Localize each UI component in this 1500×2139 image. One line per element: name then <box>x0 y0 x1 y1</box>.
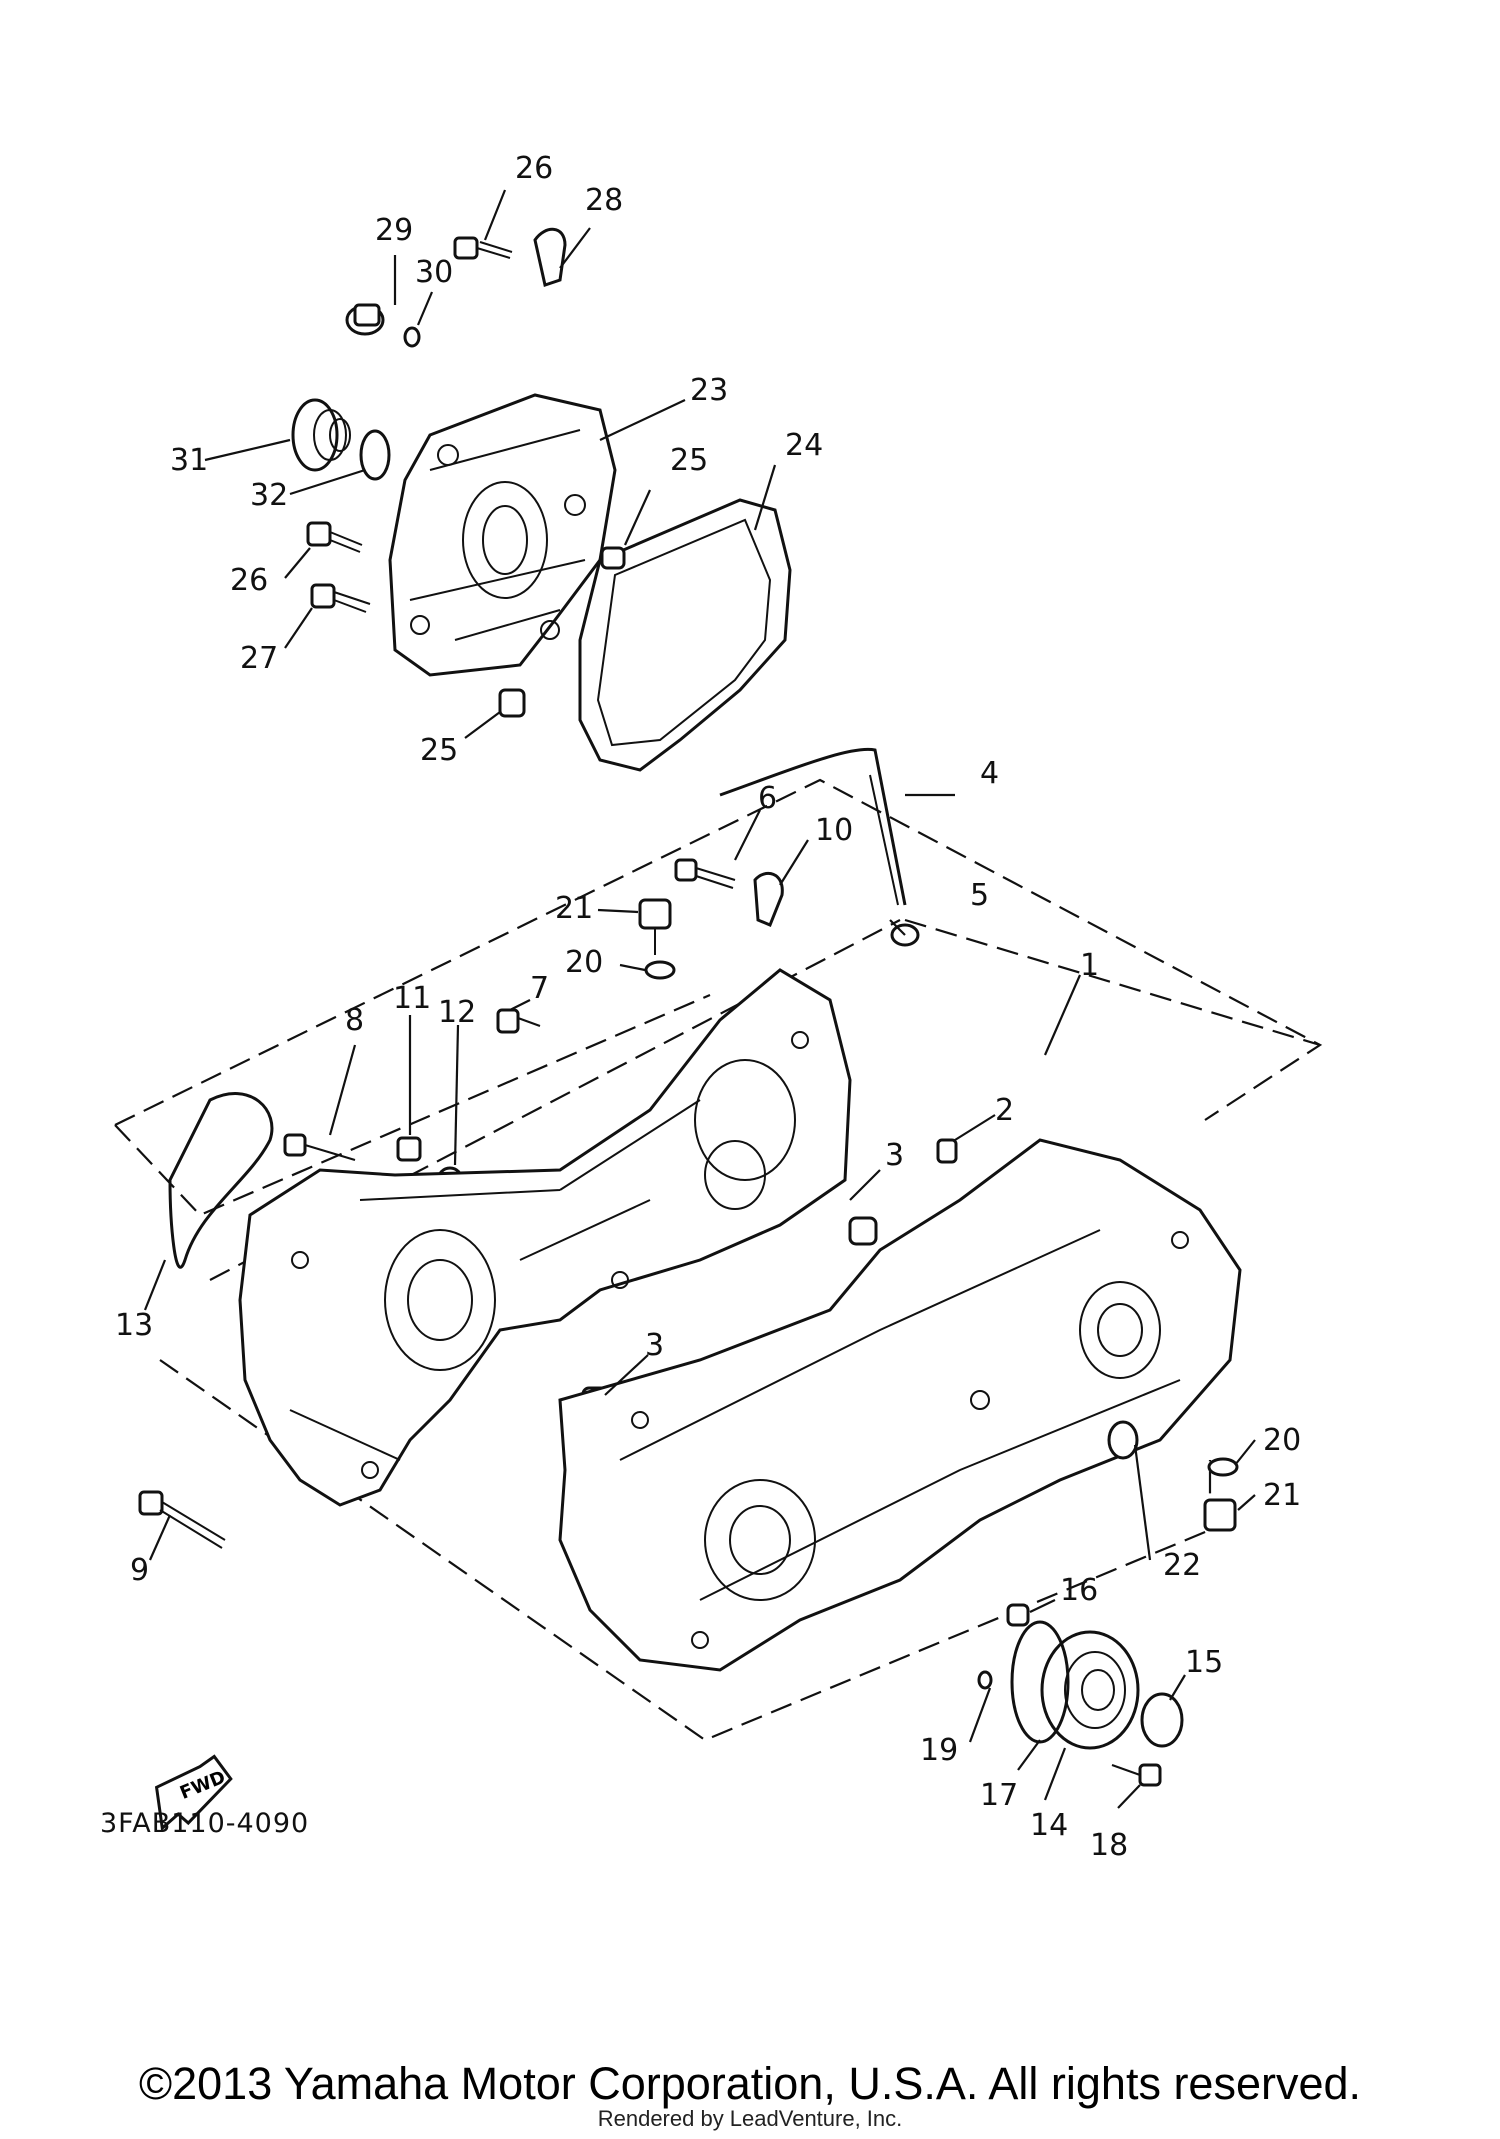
callout-5: 5 <box>970 878 989 913</box>
callout-15: 15 <box>1185 1645 1223 1680</box>
o-ring-30 <box>403 326 421 348</box>
callout-20: 20 <box>565 945 603 980</box>
callout-19: 19 <box>920 1733 958 1768</box>
gasket-13 <box>168 1092 274 1269</box>
screw-18 <box>1111 1763 1162 1787</box>
long-bolt-9 <box>138 1490 226 1549</box>
copyright-notice: ©2013 Yamaha Motor Corporation, U.S.A. A… <box>138 2058 1362 2109</box>
callout-12: 12 <box>438 995 476 1030</box>
callout-25: 25 <box>670 443 708 478</box>
callout-13: 13 <box>115 1308 153 1343</box>
callout-18: 18 <box>1090 1828 1128 1863</box>
leader-lines <box>143 189 1256 1809</box>
clamp-10 <box>753 871 784 927</box>
callout-8: 8 <box>345 1003 364 1038</box>
bolt-7 <box>496 1008 541 1034</box>
callout-29: 29 <box>375 213 413 248</box>
drain-plug-21-top <box>638 898 672 955</box>
bolt-27 <box>310 583 371 613</box>
bolt-26-side <box>306 521 363 553</box>
callout-21: 21 <box>1263 1478 1301 1513</box>
callout-11: 11 <box>393 981 431 1016</box>
pin-19 <box>977 1670 993 1690</box>
dowel-3-upper <box>848 1216 878 1246</box>
bolt-11 <box>396 1136 422 1162</box>
callout-4: 4 <box>980 756 999 791</box>
callout-3: 3 <box>645 1328 664 1363</box>
callout-30: 30 <box>415 255 453 290</box>
cap-31 <box>291 398 351 472</box>
breather-hose-4 <box>719 747 907 906</box>
clamp-28 <box>533 227 567 287</box>
bolt-6 <box>674 858 736 889</box>
gasket-20-top <box>644 960 676 980</box>
callout-17: 17 <box>980 1778 1018 1813</box>
right-crankcase <box>558 1138 1242 1672</box>
left-case-outline <box>114 778 1323 1217</box>
callout-26: 26 <box>515 151 553 186</box>
callout-3: 3 <box>885 1138 904 1173</box>
rendered-by: Rendered by LeadVenture, Inc. <box>597 2106 903 2131</box>
crankcase-cover <box>388 393 617 677</box>
callout-6: 6 <box>758 781 777 816</box>
callout-31: 31 <box>170 443 208 478</box>
callout-25: 25 <box>420 733 458 768</box>
dowel-25-lower <box>498 688 526 718</box>
cover-gasket <box>578 498 792 772</box>
callout-10: 10 <box>815 813 853 848</box>
dowel-25-upper <box>600 546 626 570</box>
bolt-8 <box>283 1133 356 1161</box>
callout-2: 2 <box>995 1093 1014 1128</box>
callout-32: 32 <box>250 478 288 513</box>
callout-7: 7 <box>530 971 549 1006</box>
callout-21: 21 <box>555 891 593 926</box>
callout-22: 22 <box>1163 1548 1201 1583</box>
callout-1: 1 <box>1080 948 1099 983</box>
callout-26: 26 <box>230 563 268 598</box>
plug-29 <box>345 303 385 336</box>
callout-24: 24 <box>785 428 823 463</box>
left-crankcase <box>238 968 852 1507</box>
nipple-2 <box>936 1138 958 1164</box>
o-ring-32 <box>359 429 391 481</box>
callout-23: 23 <box>690 373 728 408</box>
gasket-20-right <box>1207 1457 1239 1477</box>
oil-seal-22 <box>1107 1420 1139 1460</box>
callout-20: 20 <box>1263 1423 1301 1458</box>
callout-labels: 1 2 3 3 4 5 6 7 8 9 10 11 12 13 14 15 16… <box>115 151 1301 1863</box>
callout-9: 9 <box>130 1553 149 1588</box>
o-ring-17 <box>1010 1620 1070 1744</box>
drain-plug-21-right <box>1203 1498 1237 1532</box>
diagram-code: 3FAB110-4090 <box>100 1808 310 1839</box>
bolt-26-top <box>453 236 513 260</box>
oil-seal-15 <box>1140 1692 1184 1748</box>
callout-14: 14 <box>1030 1808 1068 1843</box>
callout-28: 28 <box>585 183 623 218</box>
fwd-arrow: FWD <box>154 1754 233 1832</box>
callout-16: 16 <box>1060 1573 1098 1608</box>
callout-27: 27 <box>240 641 278 676</box>
dowel-16 <box>1006 1603 1030 1627</box>
